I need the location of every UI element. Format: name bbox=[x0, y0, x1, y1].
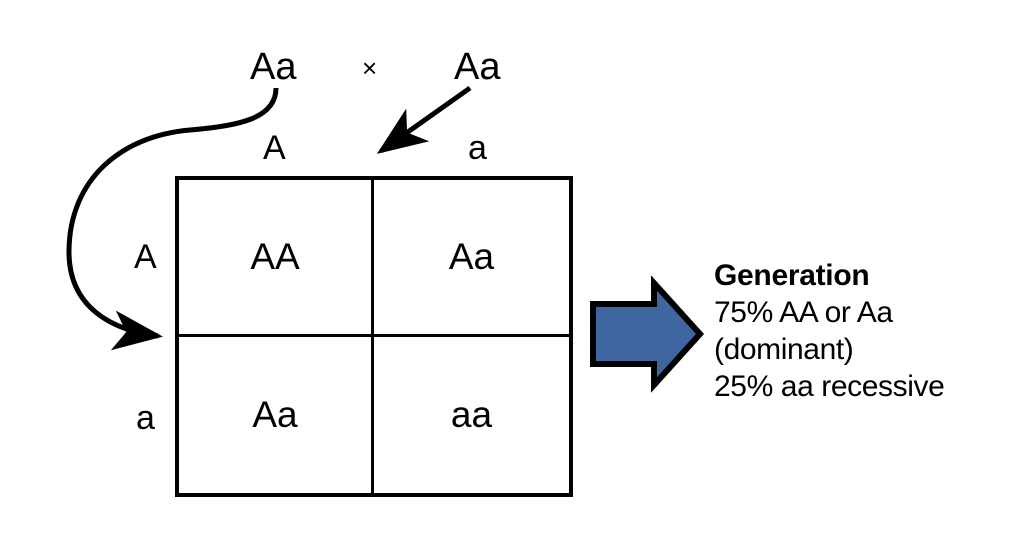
row-header-allele-2: a bbox=[136, 399, 155, 437]
right-parent-allele-arrow bbox=[376, 85, 472, 154]
result-line-3: 25% aa recessive bbox=[714, 370, 945, 403]
result-line-2: (dominant) bbox=[714, 333, 854, 366]
punnett-square-grid: AA Aa Aa aa bbox=[175, 176, 573, 497]
generation-result-block: Generation 75% AA or Aa (dominant) 25% a… bbox=[714, 258, 1014, 405]
parent-genotype-left: Aa bbox=[250, 46, 297, 88]
column-header-allele-2: a bbox=[468, 129, 487, 167]
punnett-cell-row2-col1: Aa bbox=[179, 336, 374, 493]
result-line-1: 75% AA or Aa bbox=[714, 296, 893, 329]
result-title: Generation bbox=[714, 259, 870, 292]
row-header-allele-1: A bbox=[134, 238, 157, 276]
column-header-allele-1: A bbox=[263, 129, 286, 167]
cross-multiplication-icon: × bbox=[362, 53, 378, 83]
parent-genotype-right: Aa bbox=[454, 46, 501, 88]
generation-result-arrow bbox=[590, 275, 705, 393]
punnett-cell-row1-col1: AA bbox=[179, 180, 374, 337]
punnett-cell-row1-col2: Aa bbox=[374, 180, 569, 337]
punnett-cell-row2-col2: aa bbox=[450, 393, 493, 435]
